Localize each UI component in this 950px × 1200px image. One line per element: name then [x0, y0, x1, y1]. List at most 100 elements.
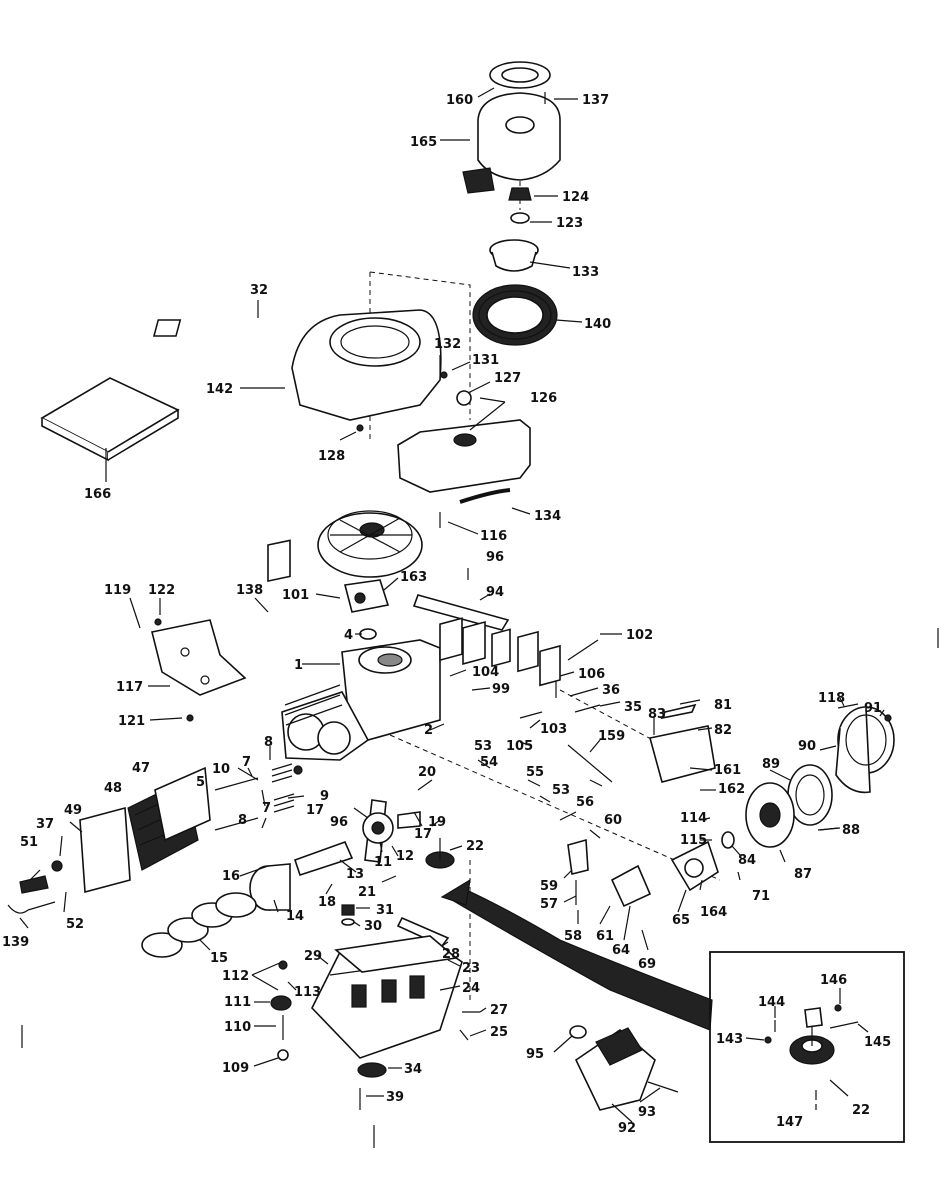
- label-4: 4: [344, 628, 353, 643]
- label-10: 10: [212, 762, 230, 777]
- label-87: 87: [794, 867, 812, 882]
- fuel-tank-126: [397, 419, 531, 493]
- label-7: 7: [242, 755, 251, 770]
- reed-plate-54: [462, 621, 486, 665]
- label-22: 22: [466, 839, 484, 854]
- label-138: 138: [236, 583, 263, 598]
- label-99: 99: [492, 682, 510, 697]
- label-91: 91: [864, 701, 882, 716]
- label-89: 89: [762, 757, 780, 772]
- label-21: 21: [358, 885, 376, 900]
- inset-governor-gear-22: [789, 1007, 835, 1065]
- rope-rotor-140: [472, 284, 558, 346]
- label-143: 143: [716, 1032, 743, 1047]
- label-137: 137: [582, 93, 609, 108]
- inset-pin-145: [829, 1021, 859, 1029]
- label-54: 54: [480, 755, 498, 770]
- guide-line: [369, 271, 471, 420]
- washer-30: [341, 918, 355, 926]
- label-111: 111: [224, 995, 251, 1010]
- label-25: 25: [490, 1025, 508, 1040]
- fuel-line-134: [459, 488, 511, 504]
- label-133: 133: [572, 265, 599, 280]
- label-92: 92: [618, 1121, 636, 1136]
- label-13: 13: [346, 867, 364, 882]
- gasket-95: [569, 1025, 587, 1039]
- label-121: 121: [118, 714, 145, 729]
- seal-34: [357, 1062, 387, 1078]
- bearing-19: [397, 811, 421, 829]
- label-17: 17: [306, 803, 324, 818]
- label-12: 12: [396, 849, 414, 864]
- label-8b: 8: [238, 813, 247, 828]
- label-115: 115: [680, 833, 707, 848]
- air-cleaner-cover-90: [835, 706, 895, 794]
- label-22b: 22: [852, 1103, 870, 1118]
- clip-118: [837, 703, 859, 709]
- guide-line: [389, 734, 721, 881]
- label-5: 5: [196, 775, 205, 790]
- label-16: 16: [222, 869, 240, 884]
- label-37: 37: [36, 817, 54, 832]
- spring-8: [271, 763, 293, 783]
- label-165: 165: [410, 135, 437, 150]
- label-32: 32: [250, 283, 268, 298]
- label-113: 113: [294, 985, 321, 1000]
- bracket-82: [649, 725, 716, 783]
- label-27: 27: [490, 1003, 508, 1018]
- label-18: 18: [318, 895, 336, 910]
- arrow-head: [440, 878, 471, 906]
- blower-housing-142: [291, 309, 442, 421]
- label-61: 61: [596, 929, 614, 944]
- label-126: 126: [530, 391, 557, 406]
- nut-37: [51, 860, 63, 872]
- label-35: 35: [624, 700, 642, 715]
- label-82: 82: [714, 723, 732, 738]
- cylinder-block-1: [281, 639, 441, 761]
- inset-clip-146: [834, 1004, 842, 1012]
- label-17b: 17: [414, 827, 432, 842]
- label-58: 58: [564, 929, 582, 944]
- label-2: 2: [424, 723, 433, 738]
- label-59: 59: [540, 879, 558, 894]
- label-142: 142: [206, 382, 233, 397]
- label-51: 51: [20, 835, 38, 850]
- screw-31: [341, 904, 355, 916]
- muffler-92: [574, 1027, 656, 1111]
- leader-lines: [19, 87, 885, 1123]
- key-4: [359, 628, 377, 640]
- label-105: 105: [506, 739, 533, 754]
- baffle-94: [412, 594, 510, 631]
- inset-washer-143: [764, 1036, 772, 1044]
- label-164: 164: [700, 905, 727, 920]
- spark-plug-52: [27, 901, 56, 911]
- label-106: 106: [578, 667, 605, 682]
- starter-cup-160: [489, 61, 551, 89]
- fuel-cap-127: [456, 390, 472, 406]
- label-1: 1: [294, 658, 303, 673]
- label-145: 145: [864, 1035, 891, 1050]
- label-31: 31: [376, 903, 394, 918]
- label-163: 163: [400, 570, 427, 585]
- reed-block-56: [539, 644, 561, 687]
- label-166: 166: [84, 487, 111, 502]
- label-128: 128: [318, 449, 345, 464]
- label-131: 131: [472, 353, 499, 368]
- washer-123: [510, 212, 530, 224]
- label-7b: 7: [262, 801, 271, 816]
- label-93: 93: [638, 1105, 656, 1120]
- label-117: 117: [116, 680, 143, 695]
- baffle-117: [151, 619, 247, 696]
- screw-121: [186, 714, 194, 722]
- valve-5: [214, 777, 259, 791]
- screw-91: [884, 714, 892, 722]
- label-140: 140: [584, 317, 611, 332]
- label-162: 162: [718, 782, 745, 797]
- label-65: 65: [672, 913, 690, 928]
- label-139: 139: [2, 935, 29, 950]
- connecting-rod-13: [293, 840, 354, 877]
- bracket-49: [79, 806, 131, 894]
- label-118: 118: [818, 691, 845, 706]
- label-160: 160: [446, 93, 473, 108]
